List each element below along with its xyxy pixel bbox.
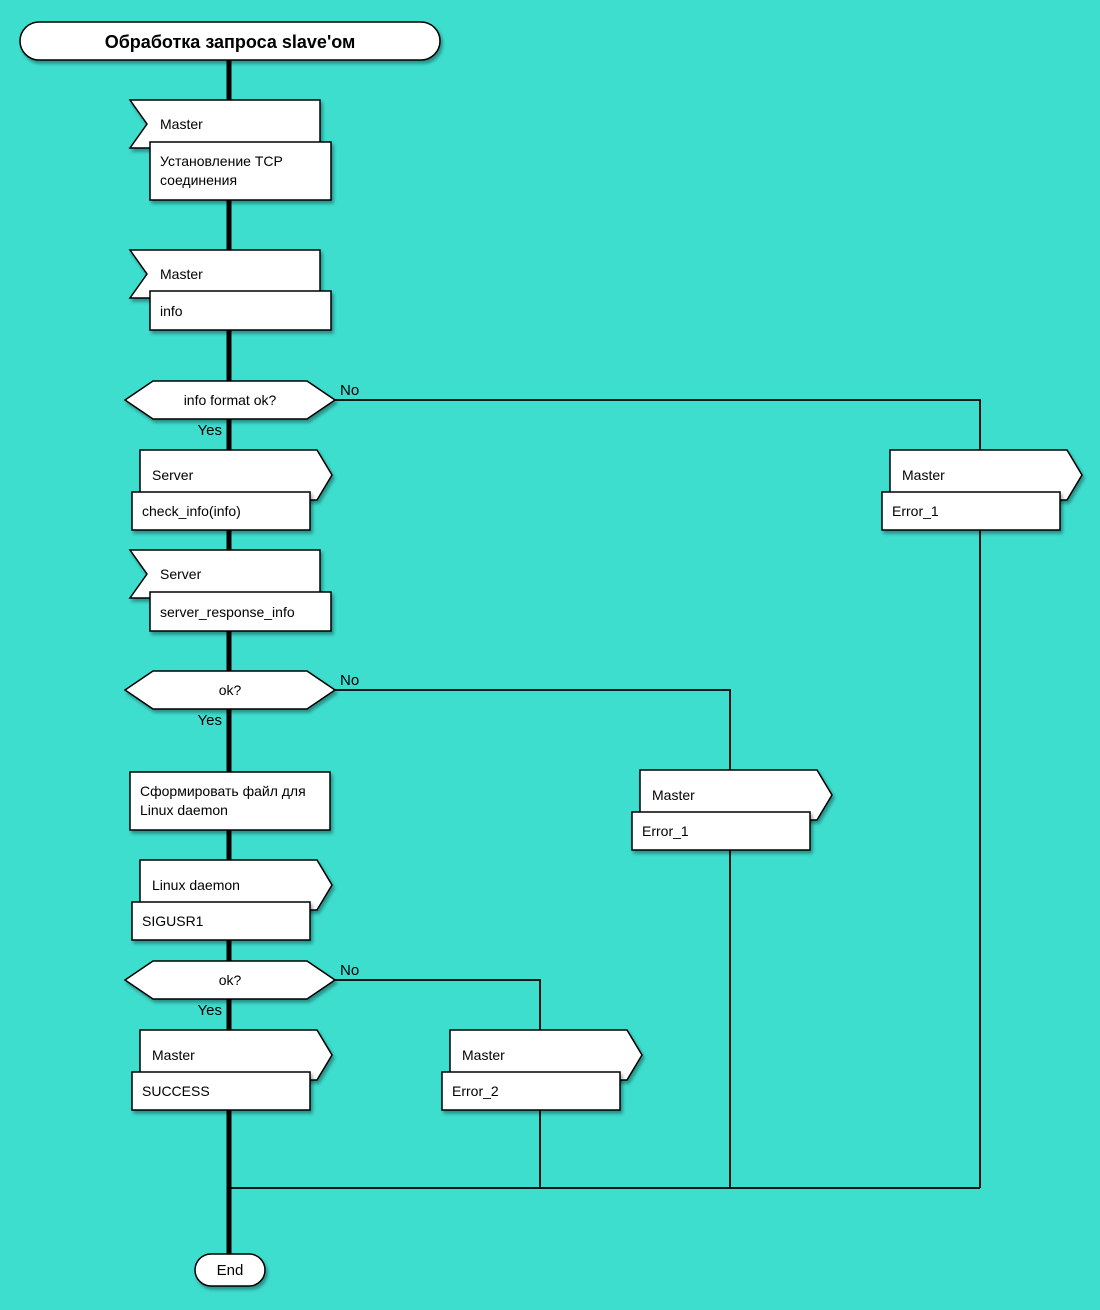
actor-label: Master [652,787,695,803]
actor-label: Master [160,266,203,282]
actor-label: Server [160,566,202,582]
message-body-shape[interactable] [131,491,311,531]
message-body-shape[interactable] [149,141,332,201]
start-terminator-shape[interactable] [19,21,441,61]
decision-question: info format ok? [184,392,277,408]
actor-label: Master [152,1047,195,1063]
process-text: Сформировать файл для [140,783,306,799]
actor-label: Linux daemon [152,877,240,893]
node-decision-format: info format ok? Yes No [123,380,359,439]
actor-label: Master [902,467,945,483]
node-send-check-info: Server check_info(info) [131,449,333,531]
branch-no-ok2-line [335,979,541,1188]
message-text: SUCCESS [142,1083,210,1099]
branch-label-yes: Yes [198,712,222,729]
decision-question: ok? [219,972,242,988]
decision-shape[interactable] [123,380,337,420]
receive-signal-shape[interactable] [128,549,321,599]
node-send-error-1-mid: Master Error_1 [631,769,833,851]
actor-label: Master [462,1047,505,1063]
decision-shape[interactable] [123,960,337,1000]
branch-label-no: No [340,962,359,979]
node-start: Обработка запроса slave'ом [19,21,441,61]
message-body-shape[interactable] [149,591,332,632]
message-body-shape[interactable] [441,1071,621,1111]
node-process-make-file: Сформировать файл для Linux daemon [129,771,331,831]
process-shape[interactable] [129,771,331,831]
decision-shape[interactable] [123,670,337,710]
message-text: info [160,303,183,319]
node-decision-ok-2: ok? Yes No [123,960,359,1019]
branch-label-no: No [340,672,359,689]
node-recv-server-response: Server server_response_info [128,549,332,632]
message-body-shape[interactable] [149,290,332,331]
end-label: End [217,1262,244,1279]
node-recv-info: Master info [128,249,332,331]
node-decision-ok-1: ok? Yes No [123,670,359,729]
page-title: Обработка запроса slave'ом [105,32,356,52]
message-text: server_response_info [160,604,295,620]
node-recv-tcp: Master Установление TCP соединения [128,99,332,201]
node-send-error-1-right: Master Error_1 [881,449,1083,531]
message-text: SIGUSR1 [142,913,204,929]
branch-no-ok1-line [335,689,731,1188]
branch-label-no: No [340,382,359,399]
branch-label-yes: Yes [198,1002,222,1019]
message-text: Error_1 [892,503,939,519]
branch-no-format-line [335,399,981,1188]
message-body-shape[interactable] [131,1071,311,1111]
actor-label: Server [152,467,194,483]
message-text: Установление TCP [160,153,283,169]
actor-label: Master [160,116,203,132]
decision-question: ok? [219,682,242,698]
message-text: Error_1 [642,823,689,839]
receive-signal-shape[interactable] [128,99,321,149]
message-text: соединения [160,172,237,188]
node-send-sigusr1: Linux daemon SIGUSR1 [131,859,333,941]
branch-label-yes: Yes [198,422,222,439]
node-send-success: Master SUCCESS [131,1029,333,1111]
message-text: check_info(info) [142,503,241,519]
process-text: Linux daemon [140,802,228,818]
message-body-shape[interactable] [881,491,1061,531]
node-send-error-2: Master Error_2 [441,1029,643,1111]
message-body-shape[interactable] [631,811,811,851]
message-text: Error_2 [452,1083,499,1099]
message-body-shape[interactable] [131,901,311,941]
end-terminator-shape[interactable] [194,1253,266,1287]
node-end: End [194,1253,266,1287]
